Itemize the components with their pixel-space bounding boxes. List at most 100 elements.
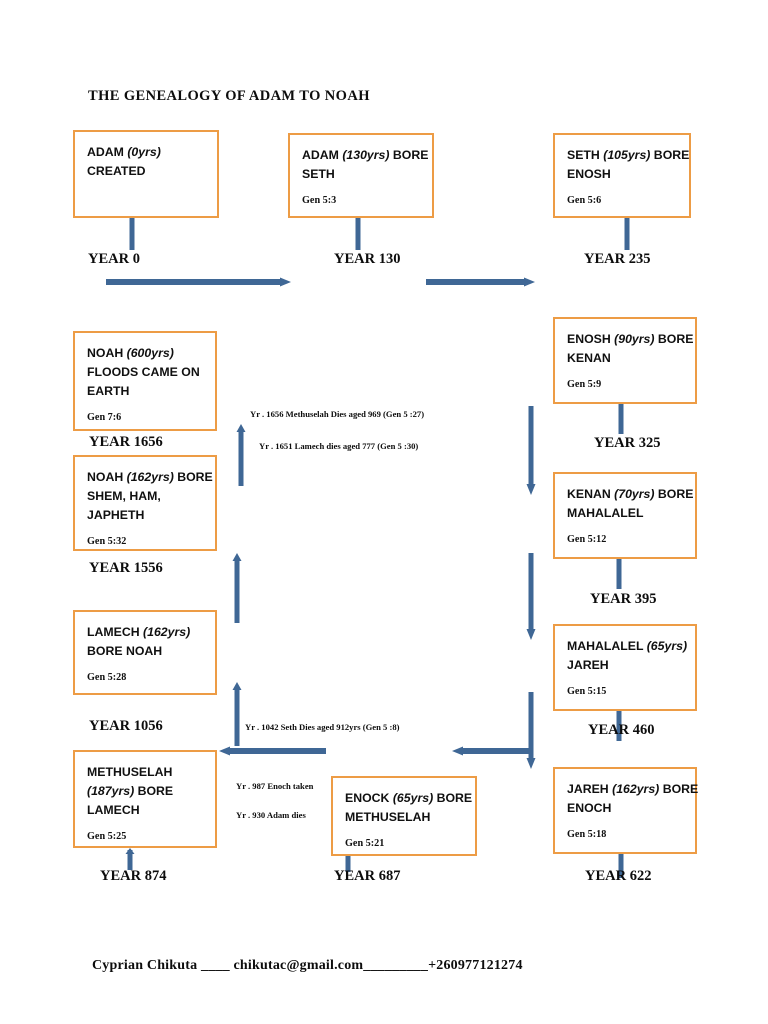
event-line-2: CREATED bbox=[87, 164, 146, 178]
scripture-ref: Gen 5:28 bbox=[87, 672, 127, 683]
note-methuselah-dies: Yr . 1656 Methuselah Dies aged 969 (Gen … bbox=[250, 409, 425, 419]
flow-arrow-down-mahalalel-jareh bbox=[525, 690, 537, 770]
age-value: (105yrs) bbox=[603, 148, 651, 162]
event-line-1: MAHALALEL (65yrs) bbox=[567, 639, 688, 653]
event-box-adam-bore-seth: ADAM (130yrs) BORE SETH Gen 5:3 bbox=[288, 133, 434, 218]
age-value: (162yrs) bbox=[126, 470, 174, 484]
age-value: (90yrs) bbox=[614, 332, 655, 346]
page-title: THE GENEALOGY OF ADAM TO NOAH bbox=[88, 88, 370, 104]
scripture-ref: Gen 5:6 bbox=[567, 195, 602, 206]
year-label-395: YEAR 395 bbox=[590, 591, 657, 607]
event-box-lamech-bore-noah: LAMECH (162yrs) BORE NOAH Gen 5:28 bbox=[73, 610, 217, 695]
event-box-methuselah-bore-lamech: METHUSELAH (187yrs) BORE LAMECH Gen 5:25 bbox=[73, 750, 217, 848]
event-line-2: ENOSH bbox=[567, 167, 611, 181]
event-line-2: (187yrs) BORE bbox=[87, 784, 174, 798]
scripture-ref: Gen 5:15 bbox=[567, 686, 607, 697]
connector-up-arrow-year-460 bbox=[614, 711, 624, 741]
note-enoch-taken: Yr . 987 Enoch taken bbox=[236, 781, 314, 791]
year-label-622: YEAR 622 bbox=[585, 868, 652, 884]
year-label-1656: YEAR 1656 bbox=[89, 434, 163, 450]
event-line-1: ADAM (130yrs) BORE bbox=[302, 148, 429, 162]
event-line-2: KENAN bbox=[567, 351, 611, 365]
flow-arrow-up-lamech-noah bbox=[231, 682, 243, 748]
year-label-0: YEAR 0 bbox=[88, 251, 140, 267]
connector-up-arrow-year-622 bbox=[616, 854, 626, 878]
connector-up-arrow-year-874 bbox=[125, 848, 135, 870]
flow-arrow-left-2 bbox=[451, 745, 533, 757]
age-value: (65yrs) bbox=[646, 639, 688, 653]
flow-arrow-right-1 bbox=[104, 276, 292, 288]
event-box-enock-bore-methuselah: ENOCK (65yrs) BORE METHUSELAH Gen 5:21 bbox=[331, 776, 477, 856]
scripture-ref: Gen 5:32 bbox=[87, 536, 127, 547]
event-line-2: SHEM, HAM, bbox=[87, 489, 161, 503]
event-box-seth-bore-enosh: SETH (105yrs) BORE ENOSH Gen 5:6 bbox=[553, 133, 691, 218]
scripture-ref: Gen 5:25 bbox=[87, 831, 127, 842]
event-line-1: ADAM (0yrs) bbox=[87, 145, 161, 159]
flow-arrow-up-noah-sons bbox=[231, 553, 243, 625]
event-box-adam-created: ADAM (0yrs) CREATED bbox=[73, 130, 219, 218]
event-line-1: NOAH (600yrs) bbox=[87, 346, 174, 360]
flow-arrow-down-kenan-mahalalel bbox=[525, 551, 537, 641]
event-line-2: JAREH bbox=[567, 658, 609, 672]
flow-arrow-right-2 bbox=[424, 276, 536, 288]
year-label-130: YEAR 130 bbox=[334, 251, 401, 267]
connector-up-arrow-year-325 bbox=[616, 404, 626, 434]
year-label-687: YEAR 687 bbox=[334, 868, 401, 884]
event-line-1: METHUSELAH bbox=[87, 765, 173, 779]
scripture-ref: Gen 7:6 bbox=[87, 412, 122, 423]
year-label-235: YEAR 235 bbox=[584, 251, 651, 267]
scripture-ref: Gen 5:18 bbox=[567, 829, 607, 840]
connector-up-arrow-year-235 bbox=[622, 218, 632, 250]
flow-arrow-up-lamech-methuselah-note bbox=[235, 424, 247, 488]
note-lamech-dies: Yr . 1651 Lamech dies aged 777 (Gen 5 :3… bbox=[259, 441, 419, 451]
age-value: (600yrs) bbox=[126, 346, 174, 360]
event-line-1: NOAH (162yrs) BORE bbox=[87, 470, 213, 484]
footer-contact: Cyprian Chikuta ____ chikutac@gmail.com_… bbox=[92, 958, 523, 973]
event-box-noah-bore-sons: NOAH (162yrs) BORE SHEM, HAM, JAPHETH Ge… bbox=[73, 455, 217, 551]
age-value: (65yrs) bbox=[392, 791, 434, 805]
scripture-ref: Gen 5:9 bbox=[567, 379, 602, 390]
age-value: (0yrs) bbox=[127, 145, 161, 159]
event-line-3: EARTH bbox=[87, 384, 130, 398]
event-line-1: ENOSH (90yrs) BORE bbox=[567, 332, 694, 346]
event-line-2: MAHALALEL bbox=[567, 506, 644, 520]
event-line-1: JAREH (162yrs) BORE bbox=[567, 782, 699, 796]
event-line-3: JAPHETH bbox=[87, 508, 145, 522]
event-line-1: KENAN (70yrs) BORE bbox=[567, 487, 694, 501]
flow-arrow-left-1 bbox=[218, 745, 328, 757]
year-label-460: YEAR 460 bbox=[588, 722, 655, 738]
connector-up-arrow-year-0 bbox=[127, 218, 137, 250]
flow-arrow-down-enosh-kenan bbox=[525, 404, 537, 496]
year-label-325: YEAR 325 bbox=[594, 435, 661, 451]
event-box-jareh-bore-enoch: JAREH (162yrs) BORE ENOCH Gen 5:18 bbox=[553, 767, 699, 854]
age-value: (162yrs) bbox=[612, 782, 660, 796]
event-line-2: SETH bbox=[302, 167, 335, 181]
event-box-enosh-bore-kenan: ENOSH (90yrs) BORE KENAN Gen 5:9 bbox=[553, 317, 697, 404]
scripture-ref: Gen 5:3 bbox=[302, 195, 337, 206]
event-line-3: LAMECH bbox=[87, 803, 140, 817]
event-line-2: METHUSELAH bbox=[345, 810, 431, 824]
event-box-mahalalel-jareh: MAHALALEL (65yrs) JAREH Gen 5:15 bbox=[553, 624, 697, 711]
event-line-2: FLOODS CAME ON bbox=[87, 365, 200, 379]
connector-up-arrow-year-395 bbox=[614, 559, 624, 589]
note-adam-dies: Yr . 930 Adam dies bbox=[236, 810, 306, 820]
note-seth-dies: Yr . 1042 Seth Dies aged 912yrs (Gen 5 :… bbox=[245, 722, 400, 732]
event-box-kenan-bore-mahalalel: KENAN (70yrs) BORE MAHALALEL Gen 5:12 bbox=[553, 472, 697, 559]
event-line-1: LAMECH (162yrs) bbox=[87, 625, 191, 639]
scripture-ref: Gen 5:12 bbox=[567, 534, 607, 545]
age-value: (187yrs) bbox=[87, 784, 135, 798]
event-box-noah-flood: NOAH (600yrs) FLOODS CAME ON EARTH Gen 7… bbox=[73, 331, 217, 431]
event-line-2: BORE NOAH bbox=[87, 644, 163, 658]
age-value: (130yrs) bbox=[342, 148, 390, 162]
event-line-1: SETH (105yrs) BORE bbox=[567, 148, 690, 162]
year-label-874: YEAR 874 bbox=[100, 868, 167, 884]
connector-up-arrow-year-130 bbox=[353, 218, 363, 250]
age-value: (70yrs) bbox=[614, 487, 655, 501]
age-value: (162yrs) bbox=[143, 625, 191, 639]
event-line-2: ENOCH bbox=[567, 801, 612, 815]
event-line-1: ENOCK (65yrs) BORE bbox=[345, 791, 473, 805]
year-label-1556: YEAR 1556 bbox=[89, 560, 163, 576]
connector-up-arrow-year-687 bbox=[343, 856, 353, 872]
year-label-1056: YEAR 1056 bbox=[89, 718, 163, 734]
